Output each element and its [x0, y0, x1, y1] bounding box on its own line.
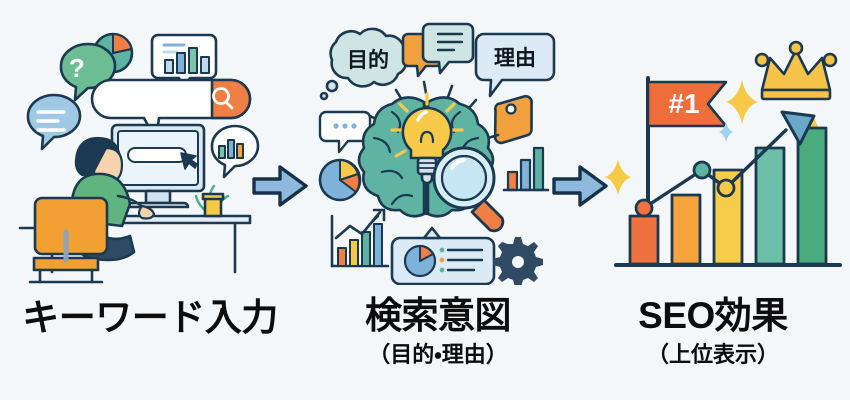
step-1-caption-main: キーワード入力 — [22, 297, 278, 338]
svg-text:目的: 目的 — [347, 48, 389, 72]
flow-arrow-1 — [252, 163, 308, 209]
gear-icon — [493, 237, 543, 285]
pie-chart-icon — [318, 158, 362, 202]
thought-bubble-purpose: 目的 — [319, 27, 408, 101]
growth-chart-icon — [330, 208, 390, 268]
cursor-pointer — [180, 152, 198, 170]
step-3-caption: SEO効果 （上位表示） — [576, 296, 850, 367]
step-1-caption: キーワード入力 — [0, 298, 300, 338]
office-chair — [18, 196, 109, 284]
price-tag-icon — [493, 94, 533, 145]
step-3-caption-main: SEO効果 — [638, 295, 788, 336]
svg-text:?: ? — [69, 53, 85, 83]
magnifier-icon — [432, 146, 505, 233]
step-2-caption-main: 検索意図 — [365, 295, 512, 336]
search-magnifier-icon — [212, 87, 234, 110]
rank-flag: #1 — [646, 76, 728, 214]
crown-icon — [754, 40, 838, 101]
step-2-caption: 検索意図 （目的・理由） — [300, 296, 576, 367]
lightbulb-icon — [390, 92, 464, 185]
svg-text:理由: 理由 — [494, 46, 536, 70]
step-3-caption-sub: （上位表示） — [646, 341, 779, 367]
lines-bubble — [26, 93, 82, 151]
bar-chart-icon — [502, 146, 550, 192]
flow-arrow-2 — [552, 163, 608, 209]
desktop-computer — [110, 123, 206, 209]
chat-bubbles-icon — [401, 22, 475, 78]
step-3-illustration: #1 — [586, 20, 850, 285]
report-card-icon — [390, 226, 496, 285]
pie-chart-icon-right — [210, 124, 260, 179]
trend-line-arrow — [634, 110, 816, 218]
step-1-illustration: ? — [6, 20, 276, 285]
step-2-caption-sub: （目的・理由） — [368, 341, 508, 367]
step-2-illustration: 目的 理由 — [296, 20, 566, 285]
question-bubble: ? — [59, 42, 117, 102]
potted-plant — [194, 184, 230, 218]
speech-bubble-reason: 理由 — [474, 32, 556, 98]
svg-text:#1: #1 — [668, 88, 699, 119]
